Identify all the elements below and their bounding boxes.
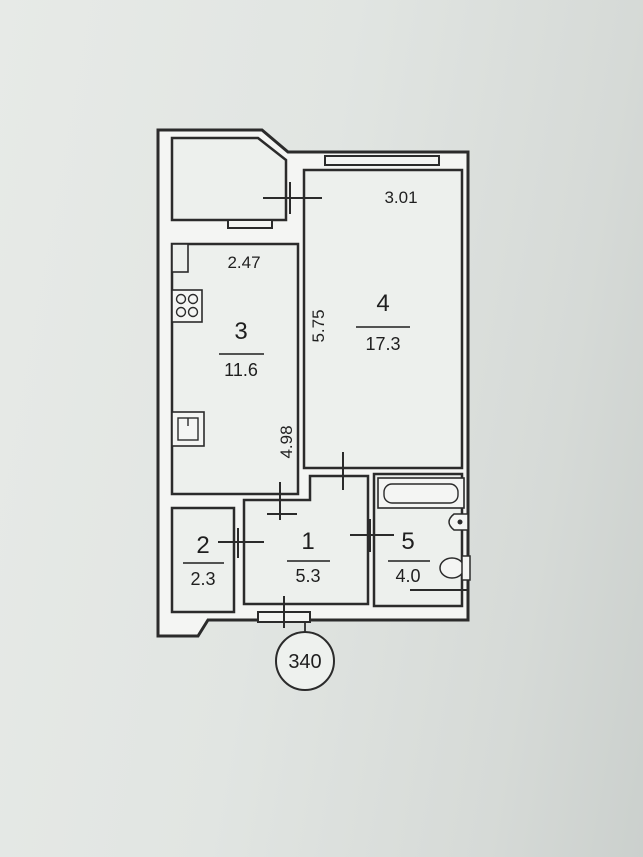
room-3-number: 3: [234, 318, 247, 345]
sink-icon: [171, 411, 205, 447]
room-3-area: 11.6: [224, 360, 258, 380]
room-5-number: 5: [401, 528, 414, 555]
room-1-number: 1: [301, 528, 314, 555]
balcony-door: [227, 219, 273, 229]
apartment-number: 340: [288, 651, 321, 673]
room-4-number: 4: [376, 290, 389, 317]
room-2: [170, 506, 236, 614]
room-2-number: 2: [196, 532, 209, 559]
room-1: [242, 474, 370, 606]
apartment-stamp: [275, 631, 335, 691]
bathtub-icon: [377, 477, 465, 509]
washbasin-icon: [448, 513, 469, 531]
kitchen-niche: [171, 243, 189, 273]
room-3: [170, 242, 300, 496]
dimension-room-depth: 5.75: [309, 309, 328, 342]
dimension-kitchen-depth: 4.98: [277, 425, 296, 458]
room-1-area: 5.3: [295, 566, 320, 586]
stove-icon: [171, 289, 203, 323]
dimension-kitchen-width: 2.47: [227, 253, 260, 272]
dimension-balcony: 3.01: [384, 188, 417, 207]
toilet-icon: [439, 555, 471, 581]
room-2-area: 2.3: [190, 569, 215, 589]
balcony: [170, 136, 288, 222]
room-4-area: 17.3: [365, 334, 400, 354]
room-5-area: 4.0: [395, 566, 420, 586]
window-room-4: [324, 155, 440, 166]
room-4: [302, 168, 464, 470]
